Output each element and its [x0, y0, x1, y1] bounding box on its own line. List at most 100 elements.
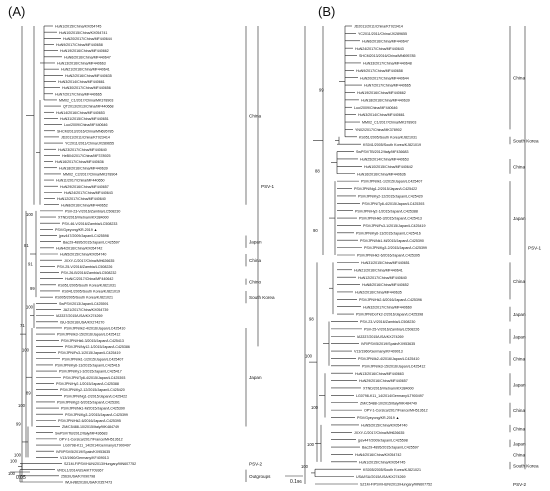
taxon-label: PSV/JPN/Ny12-1/2015/Japan/LC425386 — [65, 345, 130, 349]
taxon-label: SwPSV/TB/2012/Italy/MF436683 — [55, 431, 108, 435]
taxon-label: HuN4/2016/China/KX054742 — [355, 453, 401, 457]
taxon-label: HuN3/2014/China/MF440661 — [358, 113, 405, 117]
taxon-label: PSV-23-V/2016/Zambia/LC508230 — [65, 209, 120, 213]
taxon-label: PSV/JPN/Hk2-6/2016/Japan/LC425395 — [357, 254, 420, 258]
taxon-label: HuN16/2017/China/MF440636 — [55, 160, 104, 164]
taxon-label: HuN31/2015/China/MF440651 — [361, 261, 410, 265]
taxon-label: MM02_C1/2017/China/MK378903 — [59, 99, 113, 103]
taxon-label: HuN6/2016/China/MF440647 — [362, 39, 409, 43]
panel-b-label: (B) — [318, 4, 336, 19]
clade-label: Outgroups — [249, 474, 271, 479]
taxon-label: VRDL1/2014/USA/KT709367 — [57, 468, 104, 472]
taxon-label: HuN/C/2017/China/MF440642 — [65, 277, 113, 281]
taxon-label: HuN1/2015/China/KX054745 — [359, 460, 405, 464]
clade-label: China — [513, 356, 525, 361]
clade-label: China — [513, 76, 525, 81]
taxon-label: Bac29-4895/2015/Japan/LC425597 — [362, 446, 419, 450]
taxon-label: KS005/2005/South Korea/KJ821021 — [363, 468, 421, 472]
clade-label: South Korea — [249, 295, 275, 300]
taxon-label: LG0798-K11_14/2014/Germany/LT900497 — [356, 394, 424, 398]
taxon-label: PSV/JPN/Ky6-13/2015/Japan/LC425416 — [356, 231, 421, 235]
taxon-label: JD2011/2011/China/KT023414 — [61, 136, 110, 140]
taxon-label: SHCM2013/2016/China/MN695785 — [57, 129, 114, 133]
support-value: 100 — [8, 471, 16, 476]
taxon-label: XTND/2016/Vietnam/KX384000 — [363, 387, 414, 391]
taxon-label: WUH/Bt2016/USA/KX357473 — [65, 481, 112, 485]
taxon-label: HeB04/2017/China/MF378925 — [62, 154, 111, 158]
taxon-label: HuN21/2016/China/MF440641 — [354, 268, 403, 272]
taxon-label: SZ1M-F/PSV/HUN/2013/Hungary/MN607752 — [360, 483, 432, 487]
taxon-label: PSV-25-V/2016/Zambia/LC508226 — [364, 327, 419, 331]
taxon-label: HuN9/2017/China/MF440658 — [356, 69, 403, 73]
taxon-label: PSV/JPN/Fs3-1/2015/Japan/LC425419 — [363, 224, 426, 228]
taxon-label: SHCM2013/2016/China/MN695785 — [359, 54, 416, 58]
taxon-label: PSV/JPN/Ky1-3/2015/Japan/LC425417 — [59, 370, 122, 374]
taxon-label: PSV/JPN/Ky2-12/2015/Japan/LC425420 — [358, 195, 423, 199]
taxon-label: Bac29-4895/2015/Japan/LC425597 — [63, 240, 120, 244]
taxon-label: HuN2/2016/China/MF440635 — [355, 291, 402, 295]
clade-label: China — [513, 279, 525, 284]
taxon-label: PSV/JPN/Fs3-1/2015/Japan/LC425419 — [58, 351, 121, 355]
taxon-label: HuN29/2016/China/MF440657 — [60, 185, 109, 189]
taxon-label: PSV/JPN/Ik2-4/2016/Japan/LC425410 — [64, 327, 125, 331]
taxon-label: QT2013/2013/China/MF440668 — [63, 105, 114, 109]
taxon-label: OPY-1-Corsica/2017/France/MH513612 — [59, 437, 123, 441]
taxon-label: PSV/JPN/Ty8-4/2015/Japan/LC425393 — [362, 202, 424, 206]
taxon-label: OPY-1-Corsica/2017/France/MH513612 — [364, 409, 428, 413]
taxon-label: LG0798-K11_14/2014/Germany/LT900497 — [63, 444, 131, 448]
taxon-label: HuN31/2015/China/MF440651 — [60, 117, 109, 121]
taxon-label: JD2011/2011/China/KT023414 — [354, 25, 403, 29]
taxon-label: HuN5/2015/China/KX054740 — [361, 424, 407, 428]
clade-label: Chino — [249, 280, 261, 285]
taxon-label: PSV/JPN/Kg2-6/2015/Japan/LC425391 — [57, 400, 120, 404]
taxon-label: PSV/JPN/Hk2-6/2016/Japan/LC425395 — [58, 419, 121, 423]
taxon-label: HuN32/2017/China/MF440660 — [363, 305, 412, 309]
taxon-label: SwPSV/TB/2012/Italy/MF436683 — [356, 150, 409, 154]
panel-a-label: (A) — [8, 4, 26, 19]
taxon-label: HuN30/2017/China/MF440656 — [62, 86, 111, 90]
taxon-label: KS005/2005/South Korea/KJ821021 — [55, 296, 113, 300]
taxon-label: HuN18/2016/China/MF440639 — [59, 166, 108, 170]
taxon-label: IA3337/2015/USA/KX274269 — [56, 314, 103, 318]
support-value: 99 — [16, 422, 21, 427]
taxon-label: PSV/JPN/Ky2-12/2015/Japan/LC425420 — [60, 388, 125, 392]
taxon-label: HuN20/2017/China/MF440644 — [63, 37, 112, 41]
clade-label: Japan — [513, 334, 526, 339]
taxon-label: HuN20/2017/China/MF440644 — [360, 76, 409, 80]
taxon-label: PSV/Gyeyong/KR-2019 ▲ — [357, 416, 399, 420]
taxon-label: HuN8/2016/China/MF440652 — [61, 203, 108, 207]
taxon-label: MM02_C1/2017/China/MK378903 — [362, 121, 416, 125]
taxon-label: HuN23/2017/China/MF440640 — [58, 148, 107, 152]
taxon-label: HuN11/2017/China/MF440650 — [56, 179, 104, 183]
taxon-label: PSV/Gyeyong/KR-2019 ▲ — [55, 228, 97, 232]
phylogenetic-tree-b: JD2011/2011/China/KT023414YC2011/2011/Ch… — [285, 25, 541, 487]
taxon-label: ZM/C5488-10/2015/Italy/MK484749 — [62, 425, 119, 429]
taxon-label: KS041/2005/South Korea/KJ821019 — [363, 143, 421, 147]
taxon-label: PSV/JPN/Ik1-1/2015/Japan/LC425407 — [62, 357, 123, 361]
taxon-label: HuN21/2016/China/MF440641 — [61, 68, 110, 72]
clade-label: PSV-2 — [513, 482, 526, 487]
support-value: 100 — [14, 452, 22, 457]
clade-label: PSV-1 — [261, 184, 274, 189]
clade-label: Japan — [249, 240, 262, 245]
support-value: 100 — [26, 304, 34, 309]
taxon-label: HuN1/2015/China/KX054745 — [55, 25, 101, 29]
clade-label: South Korea — [513, 139, 539, 144]
taxon-label: jpsv447/2009/Japan/LC425598 — [357, 438, 408, 442]
taxon-label: JXXY-C/2017/China/MH626635 — [354, 431, 404, 435]
support-value: 100 — [26, 212, 34, 217]
taxon-label: PSV/JPN/Hk6-3/2015/Japan/LC425413 — [359, 217, 422, 221]
clade-label: Japan — [249, 375, 262, 380]
taxon-label: HuN12/2017/China/MF440640 — [57, 197, 106, 201]
taxon-label: HuN9/2017/China/MF440658 — [56, 43, 103, 47]
taxon-label: HuN24/2017/China/MF440643 — [355, 47, 404, 51]
taxon-label: HuN6/2016/China/MF440647 — [64, 55, 111, 59]
taxon-label: HuN33/2017/China/MF440648 — [363, 62, 412, 66]
taxon-label: HuN7/2017/China/MF440665 — [55, 92, 102, 96]
support-value: 100 — [305, 353, 313, 358]
taxon-label: YN02/2017/China/MK378902 — [355, 128, 402, 132]
clade-label: China — [513, 408, 525, 413]
taxon-label: IVR/PSV/5/2019/Spain/KX953635 — [361, 342, 415, 346]
taxon-label: JXXY-C/2017/China/MH626635 — [64, 259, 114, 263]
taxon-label: HuN19/2016/China/MF440662 — [60, 49, 109, 53]
